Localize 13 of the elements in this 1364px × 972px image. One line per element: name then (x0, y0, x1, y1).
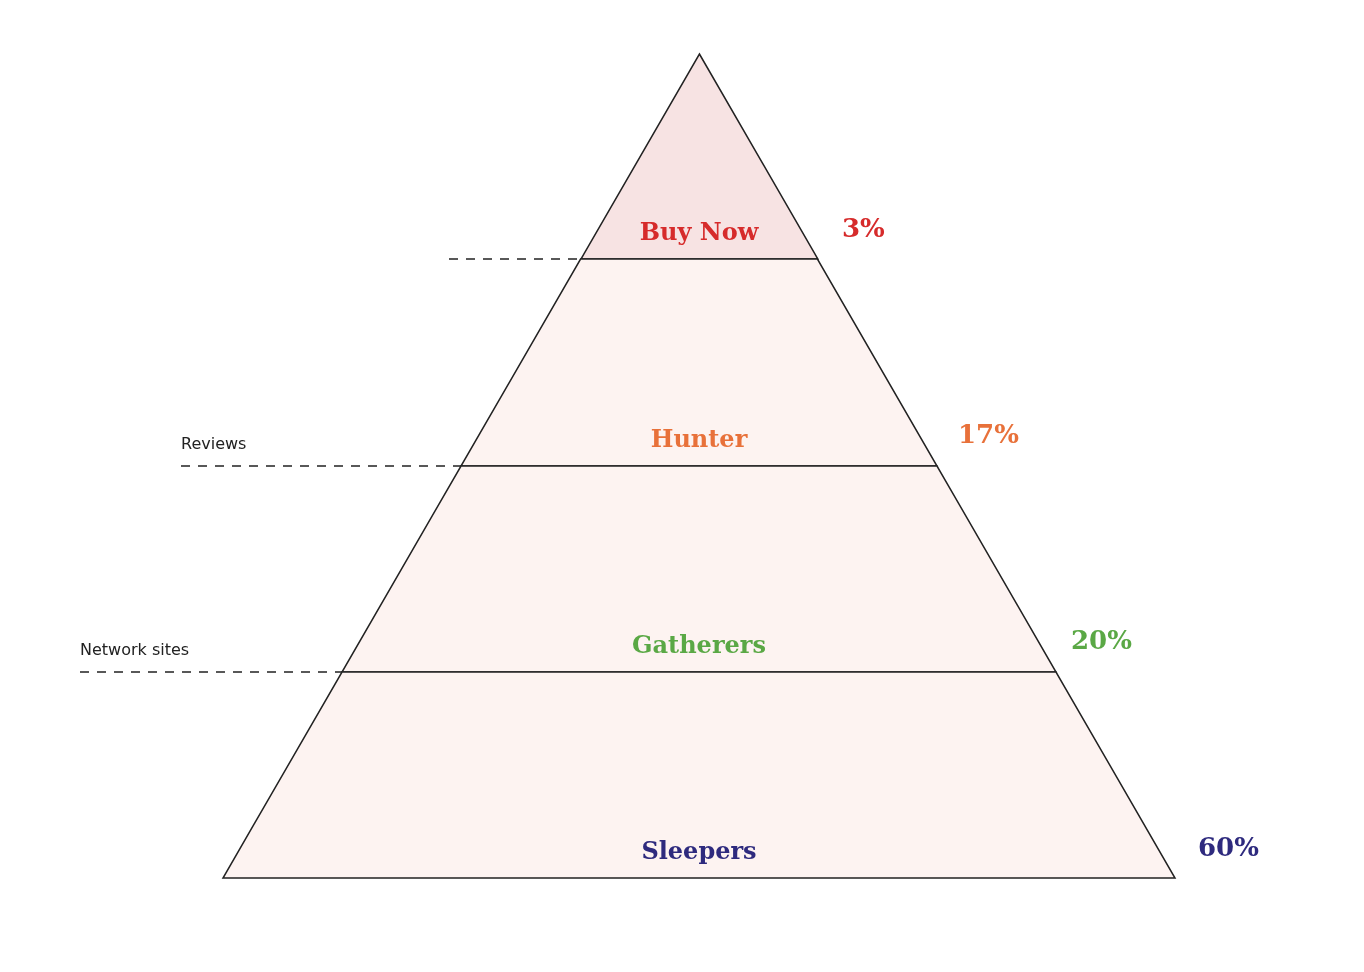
percentage-label: 20% (1071, 626, 1132, 655)
note-text: Reviews (181, 434, 247, 454)
note-text: Network sites (80, 640, 190, 660)
percentage-label: 17% (958, 420, 1019, 449)
pyramid-tier (461, 259, 937, 466)
tier-label: Buy Now (639, 219, 759, 246)
tier-label: Gatherers (632, 632, 766, 659)
tier-label: Hunter (650, 426, 748, 453)
percentage-label: 3% (842, 214, 885, 243)
tier-label: Sleepers (641, 838, 757, 865)
percentage-label: 60% (1198, 833, 1259, 862)
pyramid-tier (223, 672, 1175, 878)
pyramid-tier (342, 466, 1056, 672)
